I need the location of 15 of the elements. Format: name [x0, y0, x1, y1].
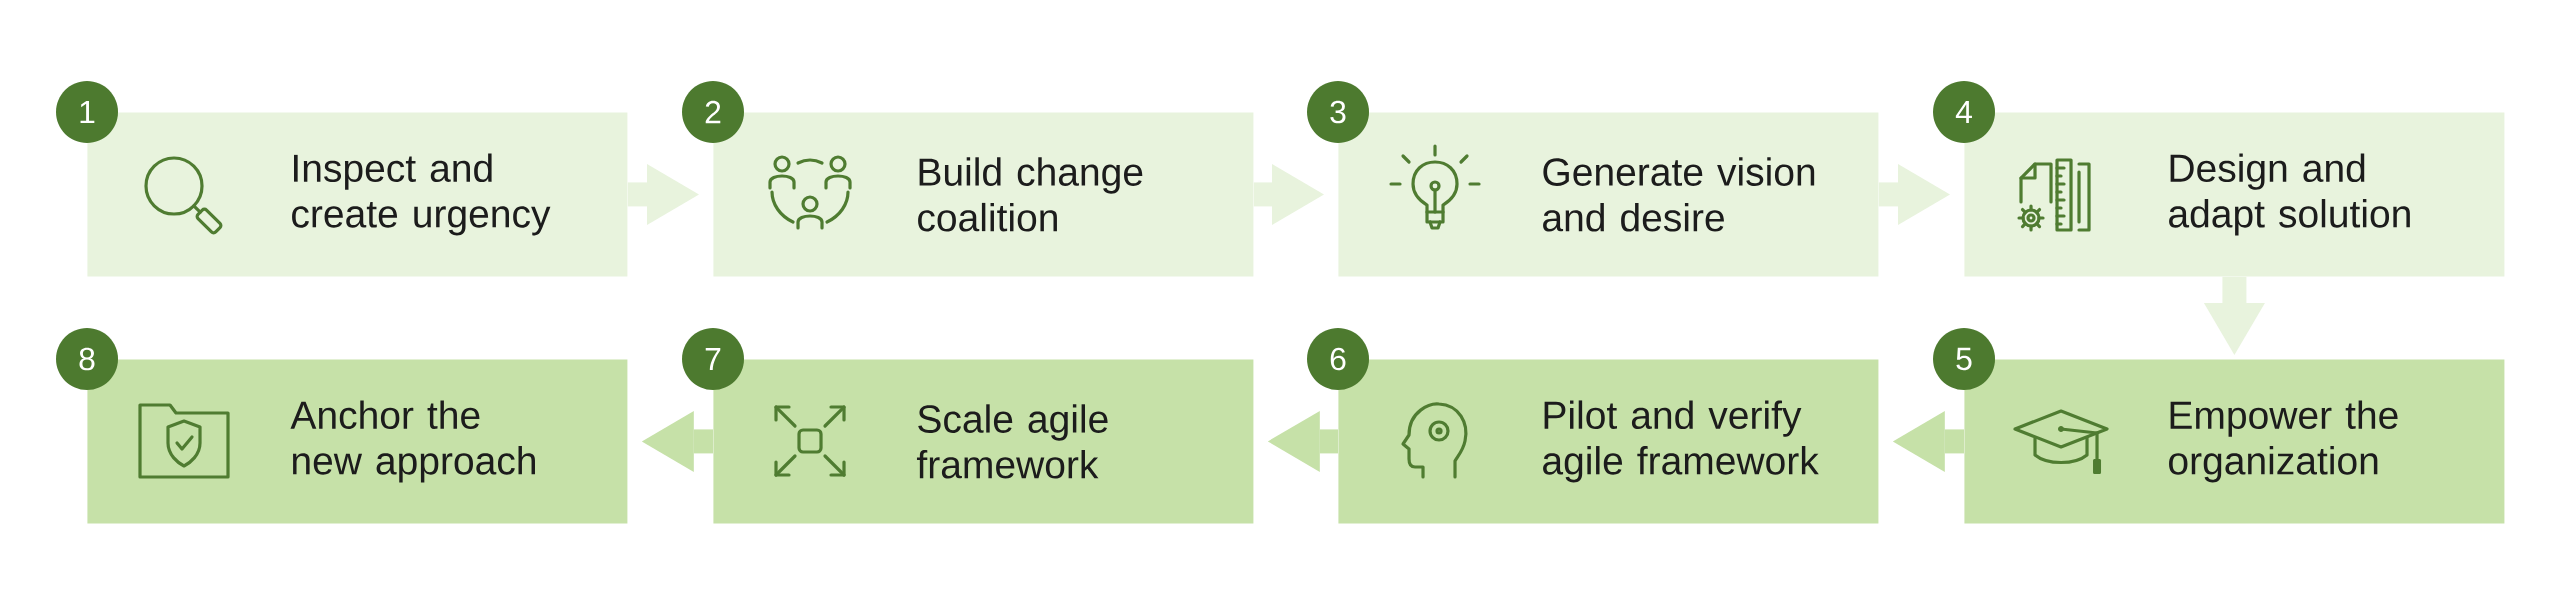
number-badge: 5	[1933, 328, 1995, 390]
number-badge: 3	[1307, 81, 1369, 143]
block-arrow	[1878, 163, 1950, 225]
number-badge: 8	[56, 328, 118, 390]
block-arrow	[627, 163, 699, 225]
block-arrow	[1892, 410, 1964, 472]
block-arrow	[641, 410, 713, 472]
number-badge: 2	[682, 81, 744, 143]
number-badge: 4	[1933, 81, 1995, 143]
block-arrow	[2203, 276, 2265, 355]
block-arrow	[1253, 163, 1324, 225]
number-badge: 6	[1307, 328, 1369, 390]
block-arrow	[1267, 410, 1338, 472]
number-badge: 1	[56, 81, 118, 143]
number-badge: 7	[682, 328, 744, 390]
